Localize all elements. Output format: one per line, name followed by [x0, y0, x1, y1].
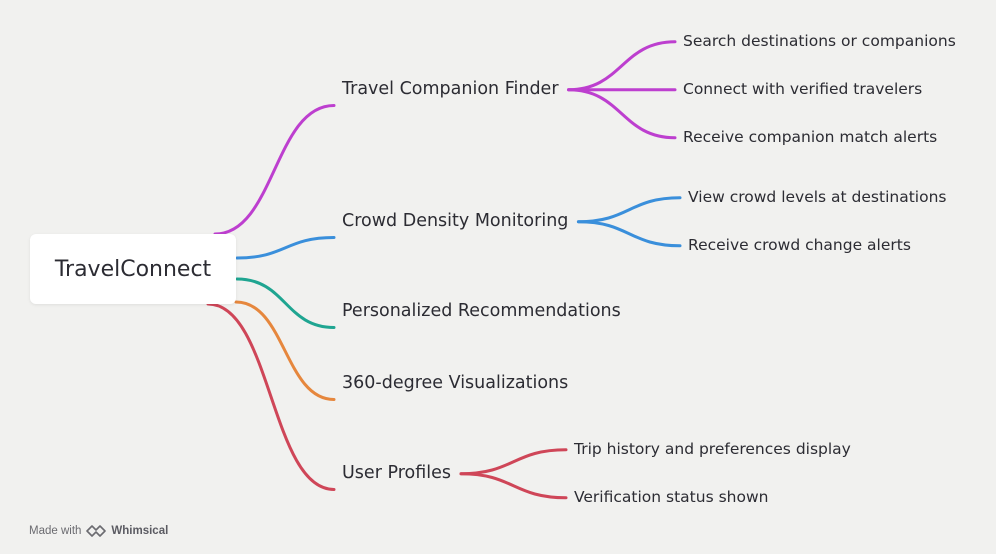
root-node[interactable]: TravelConnect [30, 234, 236, 304]
footer-made-with: Made with [29, 525, 82, 537]
connector-root-to-travel-companion-finder [213, 104, 336, 236]
connector-root-to-user-profiles [206, 302, 336, 491]
footer-brand: Whimsical [111, 525, 169, 537]
connector-root-to-crowd-density-monitoring [235, 236, 336, 260]
leaf-node-companion-match-alerts[interactable]: Receive companion match alerts [683, 128, 938, 146]
connector-travel-companion-finder-to-receive-companion-match-alerts [567, 88, 677, 140]
connector-travel-companion-finder-to-search-destinations-or-companions [567, 40, 677, 92]
branch-node-crowd-density-monitoring[interactable]: Crowd Density Monitoring [342, 211, 569, 231]
connector-crowd-density-monitoring-to-view-crowd-levels-at-destinations [576, 196, 682, 224]
whimsical-logo-icon [86, 525, 107, 537]
leaf-node-verification-status[interactable]: Verification status shown [574, 488, 769, 506]
leaf-node-crowd-change-alerts[interactable]: Receive crowd change alerts [688, 236, 911, 254]
branch-node-360-degree-visualizations[interactable]: 360-degree Visualizations [342, 373, 569, 393]
leaf-node-connect-verified-travelers[interactable]: Connect with verified travelers [683, 80, 923, 98]
branch-node-personalized-recommendations[interactable]: Personalized Recommendations [342, 301, 621, 321]
connector-root-to-personalized-recommendations [235, 277, 336, 329]
connector-user-profiles-to-verification-status-shown [459, 472, 568, 500]
leaf-node-search-destinations[interactable]: Search destinations or companions [683, 32, 956, 50]
branch-node-travel-companion-finder[interactable]: Travel Companion Finder [342, 79, 559, 99]
connector-crowd-density-monitoring-to-receive-crowd-change-alerts [576, 220, 682, 248]
leaf-node-trip-history[interactable]: Trip history and preferences display [574, 440, 851, 458]
connector-root-to-360-degree-visualizations [234, 300, 336, 401]
connector-user-profiles-to-trip-history-and-preferences-display [459, 448, 568, 476]
branch-node-user-profiles[interactable]: User Profiles [342, 463, 451, 483]
footer-attribution[interactable]: Made with Whimsical [29, 524, 168, 538]
leaf-node-view-crowd-levels[interactable]: View crowd levels at destinations [688, 188, 947, 206]
root-node-label: TravelConnect [54, 256, 212, 282]
